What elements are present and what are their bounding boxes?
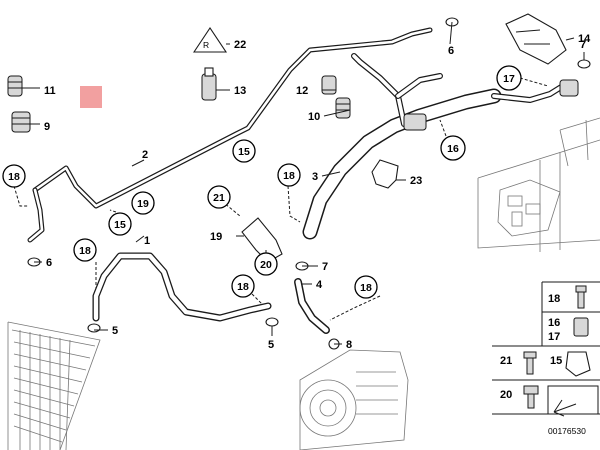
- line-2-branch[interactable]: [27, 187, 45, 243]
- callout-15-b: 15: [108, 212, 132, 236]
- highlight-marker: [80, 86, 102, 108]
- engine-housing-outline: [477, 117, 600, 252]
- part-12-cap[interactable]: [321, 75, 337, 95]
- label-5-left: 5: [112, 325, 118, 337]
- label-14: 14: [578, 33, 591, 45]
- diagram-id: 00176530: [548, 426, 586, 436]
- line-1[interactable]: [92, 252, 272, 322]
- svg-text:18: 18: [8, 171, 20, 183]
- svg-text:18: 18: [79, 245, 91, 257]
- label-7-right: 7: [580, 39, 586, 51]
- svg-text:19: 19: [137, 198, 149, 210]
- callout-17: 17: [496, 65, 522, 91]
- nut-20-icon: [523, 385, 539, 409]
- part-14-bracket[interactable]: [505, 13, 567, 65]
- legend-20: 20: [500, 389, 512, 401]
- line-4[interactable]: [294, 278, 330, 334]
- label-11: 11: [44, 85, 56, 97]
- callout-19: 19: [131, 191, 155, 215]
- label-8: 8: [346, 339, 352, 351]
- line-3[interactable]: [302, 88, 502, 240]
- clip-15-icon: [565, 351, 591, 377]
- legend-16: 16: [548, 317, 560, 329]
- label-5-center: 5: [268, 339, 274, 351]
- callout-18-e: 18: [354, 275, 378, 299]
- part-19-bracket[interactable]: [241, 217, 283, 263]
- part-9-valve[interactable]: [11, 111, 31, 133]
- compressor-outline: [299, 349, 409, 450]
- label-7-center: 7: [322, 261, 328, 273]
- legend-21: 21: [500, 355, 512, 367]
- label-6-left: 6: [46, 257, 52, 269]
- svg-text:18: 18: [360, 282, 372, 294]
- part-5-oring-center[interactable]: [265, 317, 279, 327]
- label-3: 3: [312, 171, 318, 183]
- line-upper-right[interactable]: [351, 53, 577, 127]
- label-2: 2: [142, 149, 148, 161]
- part-11-cap[interactable]: [7, 75, 23, 97]
- part-22-warning-label[interactable]: R: [192, 27, 228, 53]
- direction-arrow-icon: [547, 385, 599, 417]
- svg-text:21: 21: [213, 192, 225, 204]
- callout-18-d: 18: [231, 274, 255, 298]
- label-4: 4: [316, 279, 323, 291]
- svg-text:18: 18: [237, 281, 249, 293]
- legend-15: 15: [550, 355, 562, 367]
- screw-21-icon: [523, 351, 537, 375]
- label-23: 23: [410, 175, 422, 187]
- callout-18-c: 18: [73, 238, 97, 262]
- part-5-oring-left[interactable]: [87, 323, 101, 333]
- callout-18-a: 18: [2, 164, 26, 188]
- svg-text:15: 15: [238, 146, 250, 158]
- label-13: 13: [234, 85, 246, 97]
- svg-text:15: 15: [114, 219, 126, 231]
- svg-text:18: 18: [283, 170, 295, 182]
- bolt-18-icon: [575, 285, 587, 309]
- label-1: 1: [144, 235, 150, 247]
- leader-lines: [13, 21, 585, 345]
- legend-18: 18: [548, 293, 560, 305]
- svg-text:16: 16: [447, 143, 459, 155]
- callout-18-b: 18: [277, 163, 301, 187]
- fastener-legend: 18 16 17 21 15 20 00176530: [492, 281, 600, 436]
- part-13-pressure-sensor[interactable]: [201, 67, 217, 101]
- label-12: 12: [296, 85, 308, 97]
- svg-text:20: 20: [260, 259, 272, 271]
- callout-20: 20: [254, 252, 278, 276]
- part-16-fitting[interactable]: [403, 113, 427, 131]
- callout-15-a: 15: [232, 139, 256, 163]
- callout-21: 21: [207, 185, 231, 209]
- svg-text:17: 17: [503, 73, 515, 85]
- legend-17: 17: [548, 331, 560, 343]
- part-7-oring-right[interactable]: [577, 59, 591, 69]
- part-10-valve[interactable]: [335, 97, 351, 119]
- label-22: 22: [234, 39, 246, 51]
- label-10: 10: [308, 111, 320, 123]
- svg-text:R: R: [203, 40, 209, 50]
- condenser-outline: [7, 321, 101, 450]
- label-6-top: 6: [448, 45, 454, 57]
- part-17-fitting[interactable]: [559, 79, 579, 97]
- label-9: 9: [44, 121, 50, 133]
- label-19: 19: [210, 231, 222, 243]
- fitting-16-17-icon: [573, 317, 589, 337]
- line-2[interactable]: [32, 27, 433, 209]
- part-23-clip[interactable]: [371, 159, 399, 189]
- callout-16: 16: [440, 135, 466, 161]
